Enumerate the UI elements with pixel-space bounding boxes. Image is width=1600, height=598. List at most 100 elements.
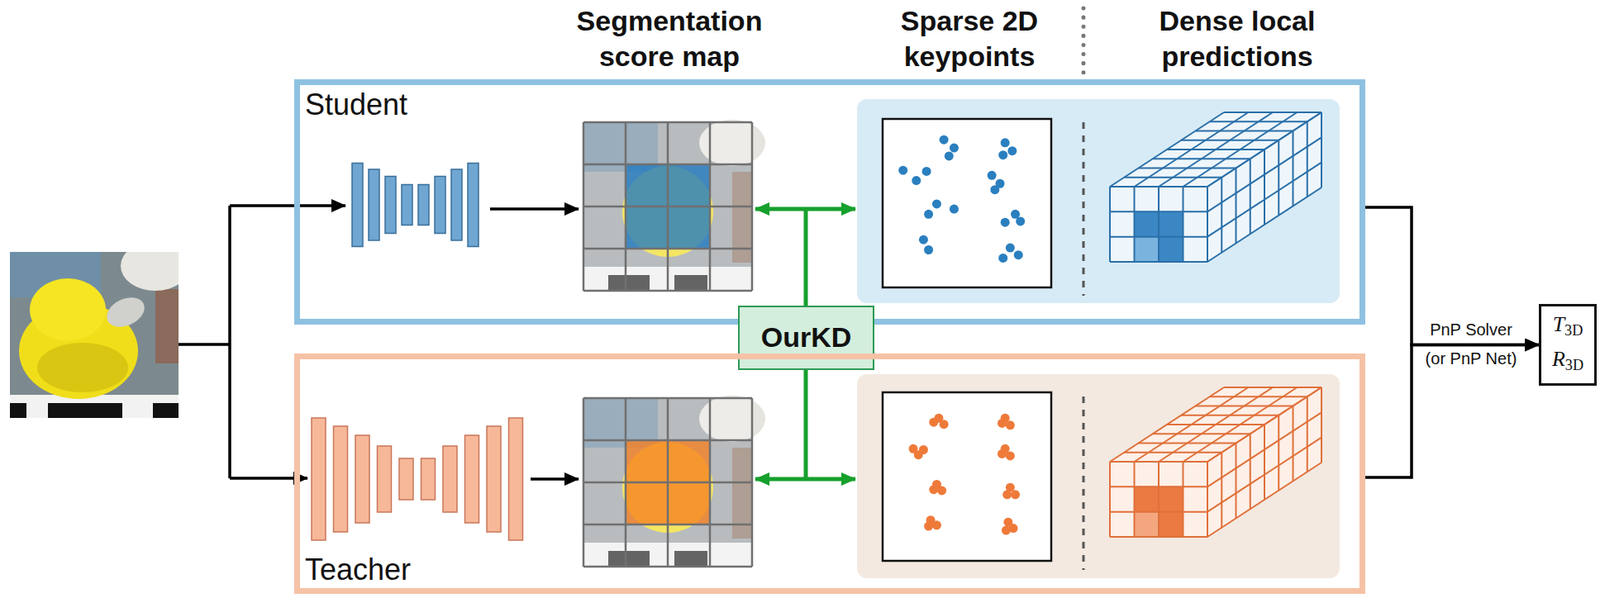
volume-cell xyxy=(1158,211,1184,237)
network-layer-bar xyxy=(434,176,446,234)
volume-cell xyxy=(1134,461,1160,487)
keypoint-frame xyxy=(882,392,1052,562)
network-layer-bar xyxy=(368,169,380,241)
volume-grid-line xyxy=(1220,452,1223,529)
keypoint-dot xyxy=(1007,146,1017,156)
volume-cell xyxy=(1134,512,1160,538)
keypoint-dot xyxy=(990,185,1000,195)
volume-grid-line xyxy=(1109,210,1208,213)
keypoint-dot xyxy=(911,176,921,186)
volume-cell xyxy=(1158,186,1184,212)
map-background xyxy=(583,398,753,567)
prediction-volume xyxy=(1109,112,1322,262)
volume-grid-line xyxy=(1109,112,1224,187)
input-arrow xyxy=(229,204,346,208)
network-layer-bar xyxy=(442,446,458,513)
volume-grid-line xyxy=(1206,186,1209,262)
network-bars xyxy=(352,163,479,248)
volume-grid-line xyxy=(1109,485,1208,488)
volume-cell xyxy=(1134,211,1160,237)
volume-side-face xyxy=(1207,387,1322,538)
network-output-arrow xyxy=(490,207,579,211)
volume-grid-line xyxy=(1109,261,1208,263)
volume-grid-line xyxy=(1109,536,1208,539)
grid-line xyxy=(583,523,753,527)
volume-cell xyxy=(1134,486,1160,512)
volume-grid-line xyxy=(1182,186,1185,262)
volume-cell xyxy=(1109,211,1135,237)
volume-grid-line xyxy=(1109,387,1224,462)
student-prediction-panel xyxy=(857,99,1340,304)
volume-grid-line xyxy=(1109,185,1208,188)
network-layer-bar xyxy=(421,458,436,500)
volume-grid-line xyxy=(1109,461,1208,463)
teacher-prediction-panel xyxy=(857,374,1340,579)
network-layer-bar xyxy=(467,163,479,248)
volume-grid-line xyxy=(1320,387,1323,463)
distillation-box: OurKD xyxy=(738,305,875,371)
node-label: OurKD xyxy=(761,321,853,354)
volume-grid-line xyxy=(1134,112,1249,187)
volume-cell xyxy=(1134,186,1160,212)
volume-cell xyxy=(1183,461,1209,487)
keypoint-dot xyxy=(932,199,942,209)
volume-cell xyxy=(1183,186,1209,212)
image-table-hole xyxy=(9,403,27,419)
volume-grid-line xyxy=(1183,387,1298,462)
keypoint-dot xyxy=(919,235,929,245)
network-layer-bar xyxy=(418,185,429,226)
keypoint-dot xyxy=(1001,526,1011,536)
volume-grid-line xyxy=(1306,396,1309,472)
volume-side-face xyxy=(1207,112,1322,262)
keypoint-dot xyxy=(1014,250,1024,260)
network-layer-bar xyxy=(401,185,413,226)
keypoint-dot xyxy=(1000,138,1010,148)
image-clutter xyxy=(155,289,179,364)
keypoint-dot xyxy=(923,245,934,255)
volume-grid-line xyxy=(1158,387,1273,462)
volume-grid-line xyxy=(1183,112,1298,187)
segmentation-map xyxy=(583,119,766,291)
volume-grid-line xyxy=(1109,236,1208,239)
solver-label: (or PnP Net) xyxy=(1425,349,1518,369)
volume-grid-line xyxy=(1158,112,1273,187)
volume-grid-line xyxy=(1220,177,1223,253)
network-bars xyxy=(311,418,524,541)
map-fade xyxy=(583,398,753,567)
network-layer-bar xyxy=(509,418,524,541)
keypoint-dot xyxy=(998,150,1008,160)
teacher-network-box: Teacher xyxy=(294,353,1366,595)
keypoint-dot xyxy=(949,143,959,153)
input-image xyxy=(9,252,179,419)
volume-grid-line xyxy=(1109,186,1111,262)
keypoint-dot xyxy=(987,171,997,181)
node-label: Teacher xyxy=(304,552,411,587)
volume-grid-line xyxy=(1306,121,1309,197)
volume-grid-line xyxy=(1292,131,1295,207)
volume-grid-line xyxy=(1235,168,1238,244)
network-output-arrow xyxy=(530,477,579,481)
volume-cell xyxy=(1183,211,1209,237)
network-layer-bar xyxy=(399,458,414,500)
volume-cell xyxy=(1109,237,1135,262)
keypoint-dot xyxy=(928,418,939,428)
volume-cell xyxy=(1183,237,1209,262)
volume-grid-line xyxy=(1249,158,1252,234)
map-background xyxy=(583,122,753,291)
keypoint-dot xyxy=(997,419,1007,429)
volume-grid-line xyxy=(1277,140,1280,216)
keypoint-dot xyxy=(923,522,934,532)
pose-connector xyxy=(1365,207,1539,346)
keypoint-dot xyxy=(998,253,1008,263)
duck-head xyxy=(29,278,106,342)
map-fade xyxy=(583,122,753,291)
pose-symbol: R3D xyxy=(1552,345,1584,380)
volume-grid-line xyxy=(1206,461,1209,538)
grid-line xyxy=(583,290,753,293)
column-heading: Sparse 2D keypoints xyxy=(857,3,1081,74)
network-layer-bar xyxy=(352,163,363,248)
volume-cell xyxy=(1158,512,1184,538)
volume-grid-line xyxy=(1206,186,1209,262)
network-layer-bar xyxy=(451,169,462,241)
volume-cell xyxy=(1183,486,1209,512)
